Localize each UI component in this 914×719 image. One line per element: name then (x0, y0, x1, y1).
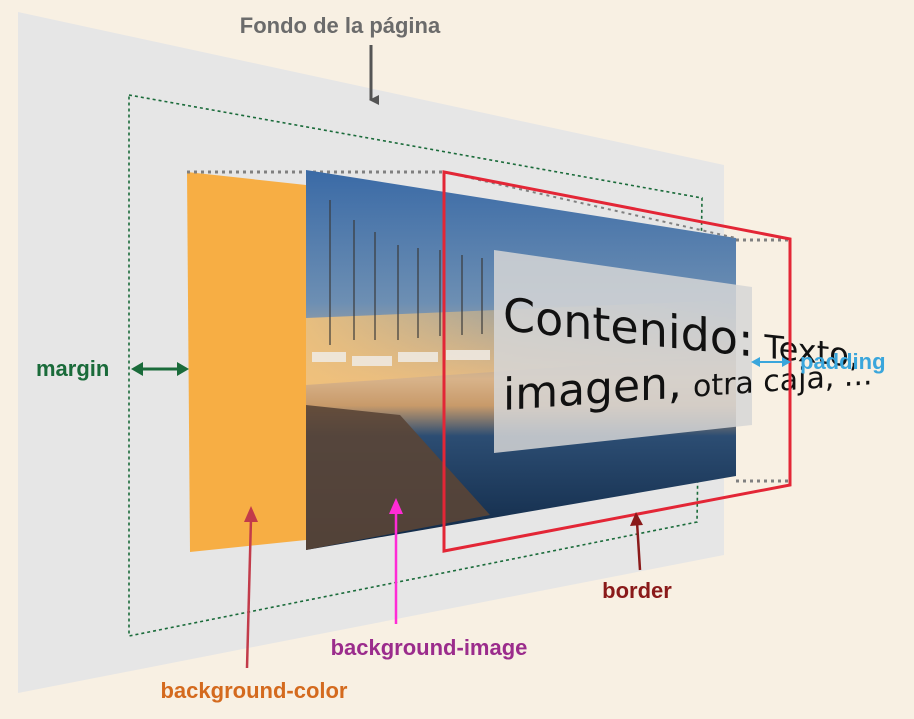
margin-outline (128, 94, 703, 637)
background-image-arrow (389, 498, 403, 624)
background-color-box (187, 172, 306, 552)
double-arrow-icon (751, 357, 791, 367)
border-outline (442, 170, 792, 553)
background-color-arrow (244, 506, 258, 669)
double-arrow-icon (131, 362, 189, 376)
content-line-2: imagen, otra caja, ... (503, 344, 873, 421)
border-arrow (630, 512, 643, 571)
page-background-label: Fondo de la página (240, 13, 441, 38)
border-top-dotted-right (443, 171, 737, 239)
background-color-label: background-color (160, 678, 347, 703)
border-label: border (602, 578, 672, 603)
content-line-2-main: imagen, (503, 358, 682, 421)
padding-label: padding (800, 349, 886, 374)
content-box (494, 250, 752, 453)
background-image-label: background-image (331, 635, 528, 660)
margin-label: margin (36, 356, 109, 381)
